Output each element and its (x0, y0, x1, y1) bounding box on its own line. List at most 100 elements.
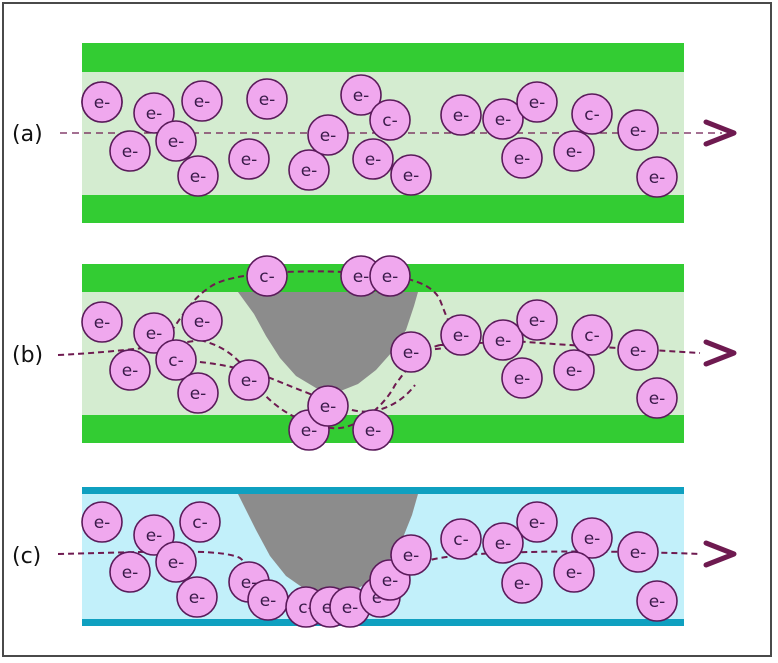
electron-circle (176, 576, 218, 618)
electron-label: e- (630, 543, 647, 563)
electron-label: c- (259, 267, 274, 287)
electron: e- (440, 314, 482, 356)
electron-circle (571, 314, 613, 356)
electron: e- (181, 80, 223, 122)
electron-label: e- (122, 142, 139, 162)
electron: e- (390, 534, 432, 576)
electron-label: c- (453, 530, 468, 550)
electron-circle (307, 114, 349, 156)
electron-label: e- (529, 93, 546, 113)
top-band-a (82, 43, 684, 72)
electron-circle (390, 331, 432, 373)
electron-circle (390, 154, 432, 196)
electron-label: c- (192, 513, 207, 533)
electron: e- (553, 130, 595, 172)
panel-b: (b) e-e-e-c-e-c-e-e-e-e-e-e-e-e-e-e-e-c-… (12, 255, 737, 451)
electron-label: e- (514, 149, 531, 169)
electron-label: e- (453, 106, 470, 126)
electron-label: c- (584, 326, 599, 346)
electron-circle (501, 357, 543, 399)
electron: e- (501, 562, 543, 604)
electron-circle (516, 81, 558, 123)
electron: e- (155, 541, 197, 583)
electron-label: e- (495, 331, 512, 351)
arrow-head-a (703, 119, 737, 147)
bottom-band-a (82, 195, 684, 223)
electron: e- (228, 359, 270, 401)
electron: e- (177, 155, 219, 197)
electron-label: e- (514, 369, 531, 389)
panel-c: (c) e-e-c-e-e-e-e-e-c-e-e-e-e-e-c-e-e-e-… (12, 487, 737, 628)
electron-circle (228, 359, 270, 401)
electron-circle (571, 93, 613, 135)
electron-circle (516, 299, 558, 341)
electron-label: e- (403, 166, 420, 186)
electron-label: e- (122, 361, 139, 381)
electron-circle (288, 149, 330, 191)
electron: e- (516, 299, 558, 341)
electron-label: e- (146, 526, 163, 546)
electron-label: e- (190, 167, 207, 187)
electron-circle (133, 514, 175, 556)
electron-label: e- (365, 150, 382, 170)
electron-circle (440, 518, 482, 560)
electron-circle (553, 130, 595, 172)
bottom-band-c (82, 619, 684, 626)
electron-label: e- (495, 110, 512, 130)
electron-label: e- (94, 313, 111, 333)
electron-label: e- (529, 513, 546, 533)
electron-label: e- (495, 534, 512, 554)
electron: e- (109, 130, 151, 172)
electron-circle (228, 138, 270, 180)
electron: e- (307, 114, 349, 156)
electron-label: e- (194, 312, 211, 332)
electron-circle (440, 314, 482, 356)
electron: e- (109, 551, 151, 593)
electron: e- (133, 92, 175, 134)
electron-circle (390, 534, 432, 576)
electron-circle (177, 372, 219, 414)
electron-circle (155, 120, 197, 162)
electron: e- (482, 522, 524, 564)
electron: e- (81, 501, 123, 543)
electron: e- (81, 81, 123, 123)
electron-circle (246, 78, 288, 120)
arrow-head-c (703, 540, 737, 568)
electron-label: e- (584, 529, 601, 549)
electron-label: e- (649, 389, 666, 409)
electron: e- (246, 78, 288, 120)
electron: e- (516, 501, 558, 543)
electron: e- (133, 514, 175, 556)
electron-circle (177, 155, 219, 197)
electron: c- (179, 501, 221, 543)
electron-label: c- (382, 111, 397, 131)
electron-circle (482, 319, 524, 361)
electron-label: e- (566, 361, 583, 381)
electron-label: e- (382, 267, 399, 287)
electron-circle (133, 312, 175, 354)
electron-label: e- (168, 132, 185, 152)
electron-label: c- (584, 105, 599, 125)
electron-label: e- (566, 142, 583, 162)
electron: e- (636, 377, 678, 419)
electron: e- (177, 372, 219, 414)
electron-circle (340, 74, 382, 116)
electron-label: e- (529, 311, 546, 331)
electron-circle (181, 300, 223, 342)
electron: e- (482, 98, 524, 140)
electron-circle (81, 81, 123, 123)
electron-circle (181, 80, 223, 122)
electron: e- (553, 551, 595, 593)
electron-label: e- (146, 324, 163, 344)
arrow-head-b (703, 339, 737, 367)
electron-circle (369, 255, 411, 297)
electron-circle (501, 562, 543, 604)
electron: c- (155, 339, 197, 381)
electron: e- (369, 255, 411, 297)
electron-label: e- (630, 121, 647, 141)
electron: e- (247, 579, 289, 621)
electron: e- (133, 312, 175, 354)
electron-label: e- (342, 598, 359, 618)
panel-a: (a) e-e-e-e-e-e-e-e-e-e-e-c-e-e-e-e-e-c-… (12, 43, 737, 223)
